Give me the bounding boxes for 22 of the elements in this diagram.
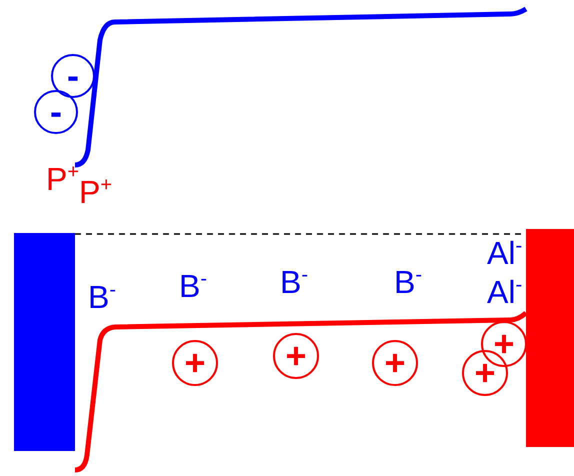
charge-circle <box>34 90 78 134</box>
ion-label: B$^{-}$ <box>394 266 422 298</box>
ion-label: Al$^{-}$ <box>487 276 522 308</box>
ion-label: P$^{+}$ <box>46 163 80 195</box>
charge-sign: - <box>67 58 79 94</box>
charge-sign: + <box>285 338 307 374</box>
charge-circle <box>273 333 319 379</box>
charge-circle <box>172 340 218 386</box>
charge-sign: + <box>184 345 206 381</box>
ion-label: B$^{-}$ <box>88 281 116 313</box>
charge-circle <box>372 340 418 386</box>
charge-sign: + <box>474 355 496 391</box>
charge-sign: - <box>50 94 62 130</box>
electrode-bar <box>14 233 75 451</box>
charge-circle <box>51 54 95 98</box>
ion-label: B$^{-}$ <box>280 266 308 298</box>
electrode-bar <box>526 229 574 447</box>
charge-sign: + <box>493 326 515 362</box>
charge-sign: + <box>384 345 406 381</box>
ion-label: Al$^{-}$ <box>487 237 522 269</box>
ion-label: B$^{-}$ <box>179 270 208 302</box>
ion-label: P$^{+}$ <box>79 176 112 208</box>
